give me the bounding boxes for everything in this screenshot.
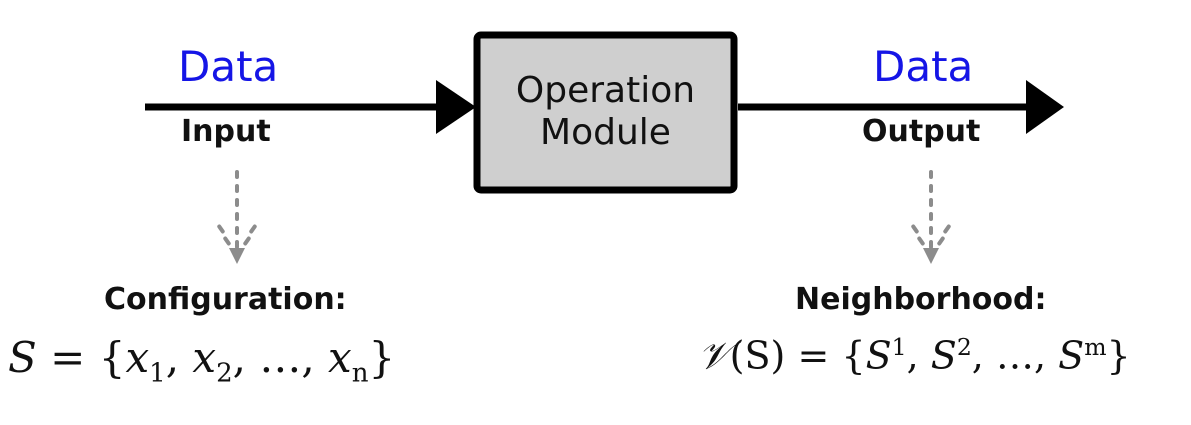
module-line-2: Module: [540, 112, 671, 153]
formula-close-brace: }: [1106, 333, 1131, 378]
formula-subscript: n: [351, 358, 369, 389]
output-dashed-arrow: [911, 170, 951, 264]
formula-var: x: [328, 333, 352, 382]
formula-ellipsis: …: [259, 333, 302, 382]
formula-subscript: 2: [216, 358, 233, 389]
input-dashed-arrow: [217, 170, 257, 264]
formula-neighborhood-symbol: 𝒱: [698, 333, 730, 378]
formula-var: S: [865, 333, 892, 378]
output-label: Output: [862, 114, 981, 149]
formula-equals: =: [797, 333, 830, 378]
formula-var: S: [930, 333, 957, 378]
formula-close-brace: }: [368, 333, 396, 382]
configuration-title: Configuration:: [104, 282, 347, 317]
formula-var: S: [1058, 333, 1085, 378]
formula-open-brace: {: [98, 333, 126, 382]
formula-ellipsis: …: [995, 333, 1034, 378]
formula-superscript: 2: [956, 333, 972, 361]
output-arrow-head: [1026, 80, 1064, 134]
input-data-label: Data: [178, 42, 279, 91]
formula-open-brace: {: [841, 333, 866, 378]
neighborhood-title: Neighborhood:: [795, 282, 1047, 317]
configuration-formula: S = {x1, x2, …, xn}: [8, 333, 396, 389]
module-line-1: Operation: [515, 70, 696, 111]
formula-var: x: [125, 333, 150, 382]
input-arrow-head: [436, 80, 476, 134]
operation-module-label: Operation Module: [474, 32, 737, 192]
neighborhood-formula: 𝒱(S) = {S1, S2, …, Sm}: [698, 333, 1131, 378]
output-data-label: Data: [873, 42, 974, 91]
formula-equals: =: [50, 333, 86, 382]
input-label: Input: [181, 114, 271, 149]
formula-symbol-s: S: [8, 333, 37, 382]
formula-var: x: [192, 333, 217, 382]
formula-argument: (S): [729, 333, 786, 378]
formula-superscript: 1: [891, 333, 907, 361]
formula-subscript: 1: [149, 358, 166, 389]
operation-module-box: [473, 31, 738, 194]
formula-superscript: m: [1084, 333, 1107, 361]
